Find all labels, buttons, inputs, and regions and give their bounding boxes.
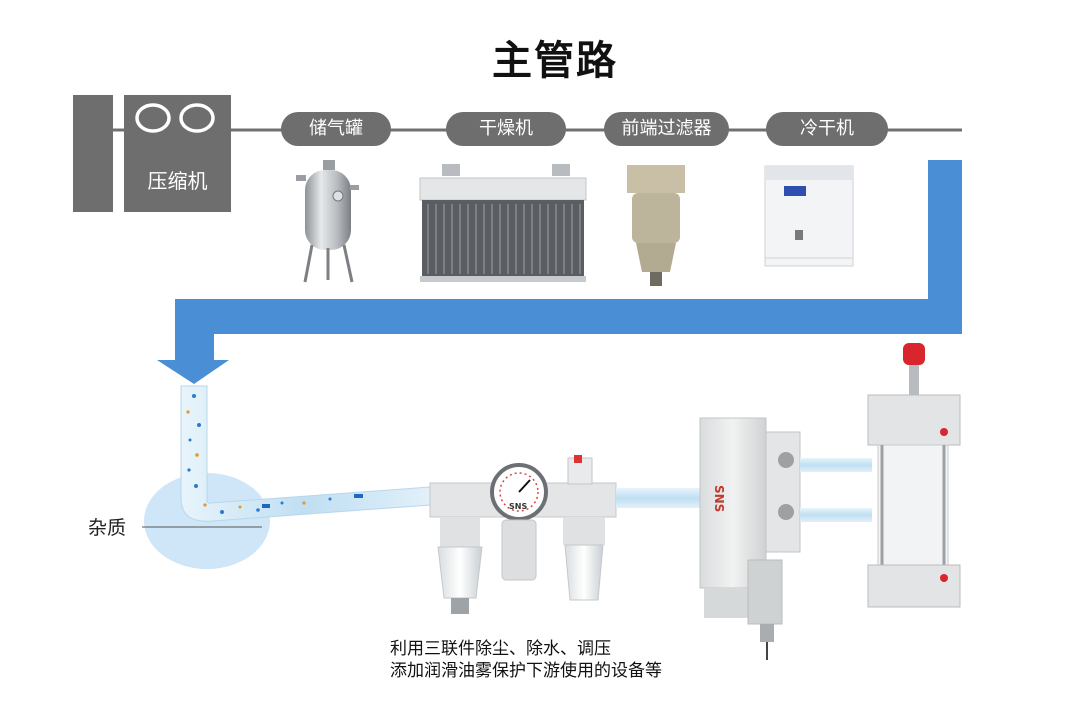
caption-line-1: 利用三联件除尘、除水、调压 xyxy=(390,639,611,659)
station-label-refrigerated-dryer: 冷干机 xyxy=(800,118,854,139)
contaminant-particles xyxy=(186,394,363,514)
compressor-right-port xyxy=(179,103,215,133)
caption: 利用三联件除尘、除水、调压 添加润滑油雾保护下游使用的设备等 xyxy=(390,638,662,682)
station-label-filter: 前端过滤器 xyxy=(621,118,712,139)
main-flow-arrow xyxy=(157,160,962,384)
page-title: 主管路 xyxy=(492,38,618,84)
compressor-side-block xyxy=(73,95,113,212)
station-label-air-tank: 储气罐 xyxy=(309,118,363,139)
station-pill-filter xyxy=(604,112,729,146)
solenoid-valve-icon xyxy=(699,417,801,660)
compressor-left-port xyxy=(135,103,171,133)
dryer-icon xyxy=(419,164,587,282)
compressor-label: 压缩机 xyxy=(147,169,208,193)
station-pill-air-tank xyxy=(281,112,391,146)
station-label-dryer: 干燥机 xyxy=(479,118,533,139)
valve-to-cylinder-tube-top xyxy=(800,458,872,472)
air-cylinder-icon xyxy=(867,343,961,608)
valve-brand-text: SNS xyxy=(712,485,726,513)
station-pill-refrigerated-dryer xyxy=(766,112,888,146)
caption-line-2: 添加润滑油雾保护下游使用的设备等 xyxy=(390,661,662,681)
refrigerated-dryer-icon xyxy=(764,165,854,267)
impurity-label: 杂质 xyxy=(88,517,127,539)
frl-to-valve-tube xyxy=(616,488,702,508)
valve-to-cylinder-tube-bottom xyxy=(800,508,872,522)
frl-unit-icon xyxy=(429,455,617,614)
filter-icon xyxy=(627,165,685,286)
air-tank-icon xyxy=(296,160,359,283)
station-pill-dryer xyxy=(446,112,566,146)
gauge-brand-text: SNS xyxy=(509,502,528,511)
